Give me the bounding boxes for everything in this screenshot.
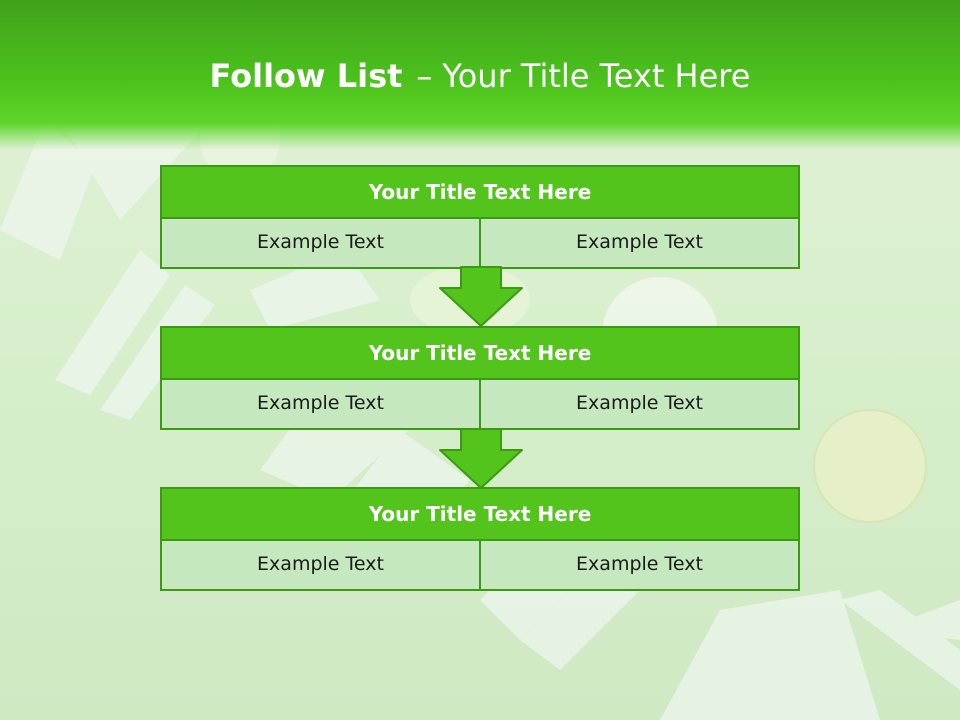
title-rest: Your Title Text Here [442, 57, 751, 95]
step-row: Example Text Example Text [160, 380, 800, 430]
header-bar [0, 0, 960, 150]
step-title: Your Title Text Here [160, 326, 800, 380]
step-title: Your Title Text Here [160, 487, 800, 541]
step-cell-left: Example Text [160, 380, 479, 430]
step-cell-right: Example Text [479, 541, 800, 591]
title-bold: Follow List [209, 57, 403, 95]
step-block-3: Your Title Text Here Example Text Exampl… [160, 487, 800, 591]
step-cell-left: Example Text [160, 219, 479, 269]
step-cell-right: Example Text [479, 380, 800, 430]
step-row: Example Text Example Text [160, 219, 800, 269]
page-title: Follow List–Your Title Text Here [0, 52, 960, 100]
step-block-2: Your Title Text Here Example Text Exampl… [160, 326, 800, 430]
title-separator: – [416, 57, 433, 95]
step-cell-right: Example Text [479, 219, 800, 269]
down-arrow-2 [439, 428, 523, 489]
paper-head-circle [813, 409, 927, 523]
step-row: Example Text Example Text [160, 541, 800, 591]
down-arrow-1 [439, 266, 523, 327]
step-cell-left: Example Text [160, 541, 479, 591]
step-title: Your Title Text Here [160, 165, 800, 219]
step-block-1: Your Title Text Here Example Text Exampl… [160, 165, 800, 269]
